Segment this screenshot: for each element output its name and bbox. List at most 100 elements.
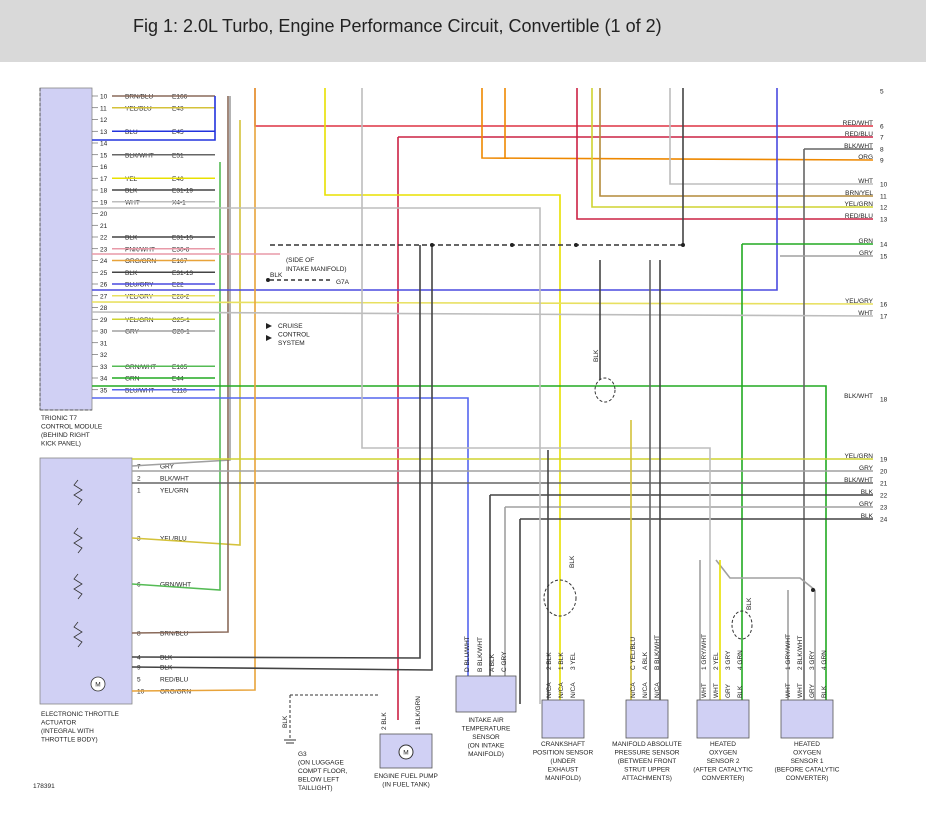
right-connector-wire-label: YEL/GRY — [845, 298, 874, 305]
wire-trace — [576, 88, 873, 220]
wire-trace — [131, 96, 231, 467]
ho2s2-pin-tag: WHT — [701, 683, 708, 698]
ecm-pin-circuit: E28-2 — [172, 293, 190, 300]
ckp-sensor-box — [541, 699, 585, 739]
ecm-pin-number: 28 — [100, 305, 108, 312]
wire-trace — [131, 245, 433, 671]
wire-trace — [131, 96, 229, 634]
right-connector-pin: 20 — [880, 469, 888, 476]
wire-trace — [324, 88, 561, 700]
map-caption: MANIFOLD ABSOLUTE — [612, 741, 682, 748]
ecm-pin-number: 11 — [100, 105, 107, 112]
ecm-pin-circuit: E44 — [172, 376, 184, 383]
right-connector-wire-label: GRY — [859, 465, 874, 472]
throttle-pin-wire-label: BLK/WHT — [160, 476, 189, 483]
throttle-motor-icon — [90, 676, 106, 692]
potentiometer-resistor — [73, 479, 83, 506]
ecm-caption-line: CONTROL MODULE — [41, 424, 103, 431]
right-connector-wire-label: BLK/WHT — [844, 477, 873, 484]
right-connector-wire-label: ORG — [858, 154, 873, 161]
wire-trace — [92, 88, 778, 291]
throttle-caption-line: THROTTLE BODY) — [41, 737, 98, 744]
throttle-actuator-box — [39, 457, 133, 705]
right-connector-wire-label: BLK — [861, 513, 874, 520]
ground-wire-label: BLK — [270, 272, 283, 279]
iat-sensor-box — [455, 675, 517, 713]
ecm-pin-number: 35 — [100, 387, 108, 394]
ecm-pin-circuit: E31-13 — [172, 270, 193, 277]
wire-trace — [361, 88, 711, 704]
ho2s2-pin-tag: WHT — [713, 683, 720, 698]
ecm-pin-number: 20 — [100, 211, 108, 218]
right-connector-pin: 11 — [880, 194, 887, 201]
g3-caption-line: BELOW LEFT — [298, 777, 339, 784]
g3-wire-label: BLK — [282, 715, 289, 728]
cruise-system-label: CRUISE — [278, 323, 303, 330]
right-connector-pin: 19 — [880, 457, 888, 464]
right-connector-pin: 13 — [880, 217, 888, 224]
ckp-pin-tag: N/CA — [546, 682, 553, 698]
throttle-pin-number: 8 — [137, 631, 141, 638]
throttle-caption-line: ACTUATOR — [41, 720, 76, 727]
g3-caption-line: G3 — [298, 751, 307, 758]
fuel-pump-caption: ENGINE FUEL PUMP — [374, 773, 438, 780]
iat-caption: (ON INTAKE — [468, 743, 505, 750]
ecm-pin-number: 13 — [100, 129, 108, 136]
splice-dot — [681, 243, 685, 247]
right-connector-wire-label: GRY — [859, 501, 874, 508]
ecm-pin-number: 24 — [100, 258, 108, 265]
wire-trace — [92, 385, 827, 704]
page-title: Fig 1: 2.0L Turbo, Engine Performance Ci… — [133, 16, 662, 36]
ecm-pin-wire-color: BLU/GRY — [125, 282, 154, 289]
map-caption: PRESSURE SENSOR — [614, 750, 679, 757]
ecm-caption-line: (BEHIND RIGHT — [41, 432, 90, 439]
iat-caption: INTAKE AIR — [468, 717, 504, 724]
iat-pin-label: D BLU/WHT — [464, 636, 471, 672]
throttle-pin-wire-label: ORG/GRN — [160, 689, 191, 696]
ecm-pin-wire-color: WHT — [125, 199, 140, 206]
throttle-pin-number: 7 — [137, 464, 141, 471]
map-caption: STRUT UPPER — [624, 767, 670, 774]
right-connector-wire-label: RED/WHT — [843, 120, 873, 127]
ecm-pin-wire-color: GRN/WHT — [125, 364, 156, 371]
ho2s2-shield-label: BLK — [746, 597, 753, 610]
figure-id: 178391 — [33, 783, 55, 790]
wire-trace — [254, 88, 873, 127]
iat-pin-label: A BLK — [489, 653, 496, 672]
fuel-pump-caption: (IN FUEL TANK) — [382, 782, 430, 789]
ho2s1-pin-label: 3 GRY — [809, 650, 816, 670]
ecm-pin-number: 25 — [100, 270, 108, 277]
ho2s1-pin-tag: WHT — [797, 683, 804, 698]
right-connector-pin: 5 — [880, 89, 884, 96]
ecm-pin-number: 33 — [100, 364, 108, 371]
throttle-pin-wire-label: BRN/BLU — [160, 631, 188, 638]
shield-marker — [731, 610, 753, 640]
ckp-pin-label: 3 YEL — [570, 652, 577, 670]
ecm-pin-number: 17 — [100, 176, 108, 183]
ho2s2-pin-label: 3 GRY — [725, 650, 732, 670]
ecm-pin-wire-color: YEL/GRN — [125, 317, 154, 324]
ecm-module-box — [39, 87, 93, 411]
throttle-pin-number: 2 — [137, 476, 141, 483]
throttle-pin-wire-label: GRY — [160, 464, 175, 471]
throttle-caption-line: ELECTRONIC THROTTLE — [41, 711, 120, 718]
map-pin-tag: N/CA — [654, 682, 661, 698]
ground-id-label: G7A — [336, 279, 350, 286]
map-pin-tag: N/CA — [630, 682, 637, 698]
right-connector-pin: 7 — [880, 135, 884, 142]
ecm-pin-number: 34 — [100, 376, 108, 383]
ecm-pin-number: 18 — [100, 188, 108, 195]
potentiometer-resistor — [73, 573, 83, 600]
throttle-pin-number: 9 — [137, 665, 141, 672]
ckp-shield-label: BLK — [569, 555, 576, 568]
ecm-pin-circuit: E45 — [172, 129, 184, 136]
wire-trace — [91, 301, 874, 305]
ecm-pin-circuit: E31-19 — [172, 188, 193, 195]
right-connector-wire-label: GRY — [859, 250, 874, 257]
ecm-pin-number: 26 — [100, 282, 108, 289]
ho2s2-caption: HEATED — [710, 741, 736, 748]
right-connector-pin: 9 — [880, 158, 884, 165]
map-sensor-box — [625, 699, 669, 739]
ecm-pin-wire-color: BLK — [125, 270, 138, 277]
throttle-motor-glyph: M — [95, 682, 100, 689]
